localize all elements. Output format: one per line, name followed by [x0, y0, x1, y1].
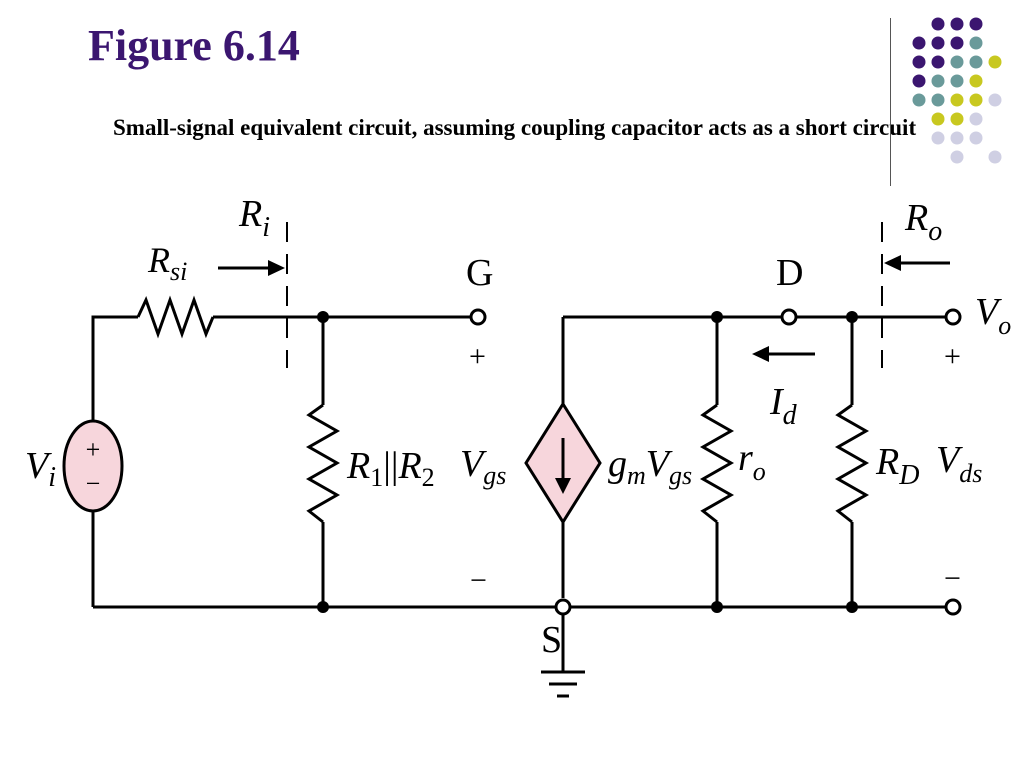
decorative-dot	[931, 131, 945, 145]
decorative-dot	[969, 131, 983, 145]
id-arrow-head	[752, 346, 769, 362]
junctions	[317, 311, 858, 613]
source-plus-sign: +	[86, 435, 101, 464]
wires	[91, 315, 947, 672]
label-g: G	[466, 252, 493, 294]
decorative-dot	[931, 93, 945, 107]
terminal-g	[469, 308, 487, 326]
label-s: S	[541, 619, 562, 661]
resistor-rsi	[136, 295, 215, 339]
decorative-dot	[969, 55, 983, 69]
ro-arrow-head	[884, 255, 901, 271]
decorative-dot	[988, 93, 1002, 107]
decorative-dot	[969, 74, 983, 88]
junction-dot	[711, 311, 723, 323]
decorative-dot	[912, 93, 926, 107]
label-ri: Ri	[238, 193, 270, 243]
decorative-dot	[950, 93, 964, 107]
label-ro: ro	[738, 437, 766, 486]
label-plus-gs: +	[469, 340, 486, 373]
ri-arrow-head	[268, 260, 285, 276]
decorative-dot	[969, 112, 983, 126]
decorative-dot	[950, 131, 964, 145]
decorative-dot	[931, 55, 945, 69]
decorative-dot	[950, 112, 964, 126]
decorative-dot	[931, 74, 945, 88]
label-rsi: Rsi	[147, 240, 187, 286]
label-vi: Vi	[25, 445, 56, 493]
terminal-s	[554, 598, 572, 616]
label-minus-gs: −	[470, 564, 487, 597]
decorative-dot	[912, 36, 926, 50]
decorative-dot	[969, 93, 983, 107]
label-rd: RD	[875, 441, 919, 491]
slide-subtitle: Small-signal equivalent circuit, assumin…	[113, 115, 917, 140]
decorative-dot	[950, 17, 964, 31]
junction-dot	[317, 601, 329, 613]
junction-dot	[846, 311, 858, 323]
terminal-vo-bottom	[944, 598, 962, 616]
decorative-dot	[950, 36, 964, 50]
junction-dot	[711, 601, 723, 613]
ground-symbol	[541, 670, 585, 698]
resistor-r1r2	[305, 403, 341, 524]
source-minus-sign: −	[86, 469, 101, 498]
label-vo: Vo	[975, 291, 1011, 340]
voltage-source-vi	[62, 419, 124, 513]
decorative-dot-grid	[912, 17, 1002, 164]
label-plus-o: +	[944, 340, 961, 373]
label-vgs: Vgs	[460, 443, 506, 490]
label-gm-vgs: gmVgs	[608, 443, 692, 490]
slide-title: Figure 6.14	[88, 21, 300, 70]
label-minus-o: −	[944, 562, 961, 595]
decorative-dot	[950, 150, 964, 164]
resistor-rd	[834, 403, 870, 524]
decorative-dot	[950, 74, 964, 88]
decorative-dot	[950, 55, 964, 69]
label-vds: Vds	[936, 439, 982, 488]
label-d: D	[776, 252, 803, 294]
terminal-vo	[944, 308, 962, 326]
label-ro-output: Ro	[904, 197, 942, 247]
decorative-dot	[931, 36, 945, 50]
decorative-dot	[969, 36, 983, 50]
decorative-dot	[912, 55, 926, 69]
decorative-dot	[931, 17, 945, 31]
decorative-dot	[931, 112, 945, 126]
decorative-dot	[969, 17, 983, 31]
wire-left-top	[91, 315, 138, 465]
vertical-divider	[890, 18, 891, 186]
label-id: Id	[769, 381, 798, 431]
terminal-d	[780, 308, 798, 326]
decorative-dot	[988, 55, 1002, 69]
junction-dot	[317, 311, 329, 323]
decorative-dot	[988, 150, 1002, 164]
label-r1-parallel-r2: R1||R2	[346, 445, 435, 492]
junction-dot	[846, 601, 858, 613]
resistor-ro	[699, 403, 735, 524]
decorative-dot	[912, 74, 926, 88]
current-source-arrow-head	[555, 478, 571, 494]
